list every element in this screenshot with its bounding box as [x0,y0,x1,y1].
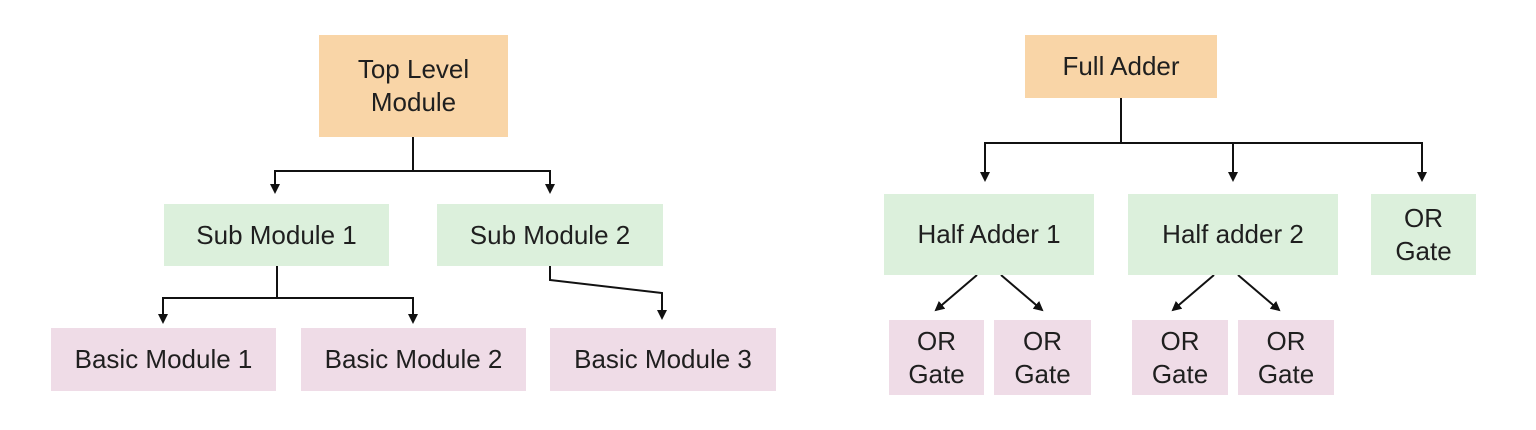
connector-sub-2-to-basic-3 [549,266,667,320]
connector-top-to-sub-module-2 [413,170,555,194]
connector-sub-1-to-basic-2 [277,297,418,324]
half-adder-1-box: Half Adder 1 [884,194,1094,275]
connector-full-adder-to-half-adder-1 [980,98,1122,182]
connector-sub-1-to-basic-1 [158,266,278,324]
connector-half-adder-1-to-gate-2 [1000,274,1044,312]
sub-module-1-box: Sub Module 1 [164,204,389,266]
sub-module-2-box: Sub Module 2 [437,204,663,266]
connector-top-to-sub-module-1 [270,137,414,194]
connector-full-adder-to-or-gate [985,142,1427,182]
basic-module-3-box: Basic Module 3 [550,328,776,391]
full-adder-box: Full Adder [1025,35,1217,98]
connector-half-adder-2-to-gate-3 [1171,274,1215,312]
connector-half-adder-1-to-gate-1 [934,274,978,312]
basic-module-2-box: Basic Module 2 [301,328,526,391]
half-adder-2-box: Half adder 2 [1128,194,1338,275]
basic-module-1-box: Basic Module 1 [51,328,276,391]
connector-half-adder-2-to-gate-4 [1237,274,1281,312]
